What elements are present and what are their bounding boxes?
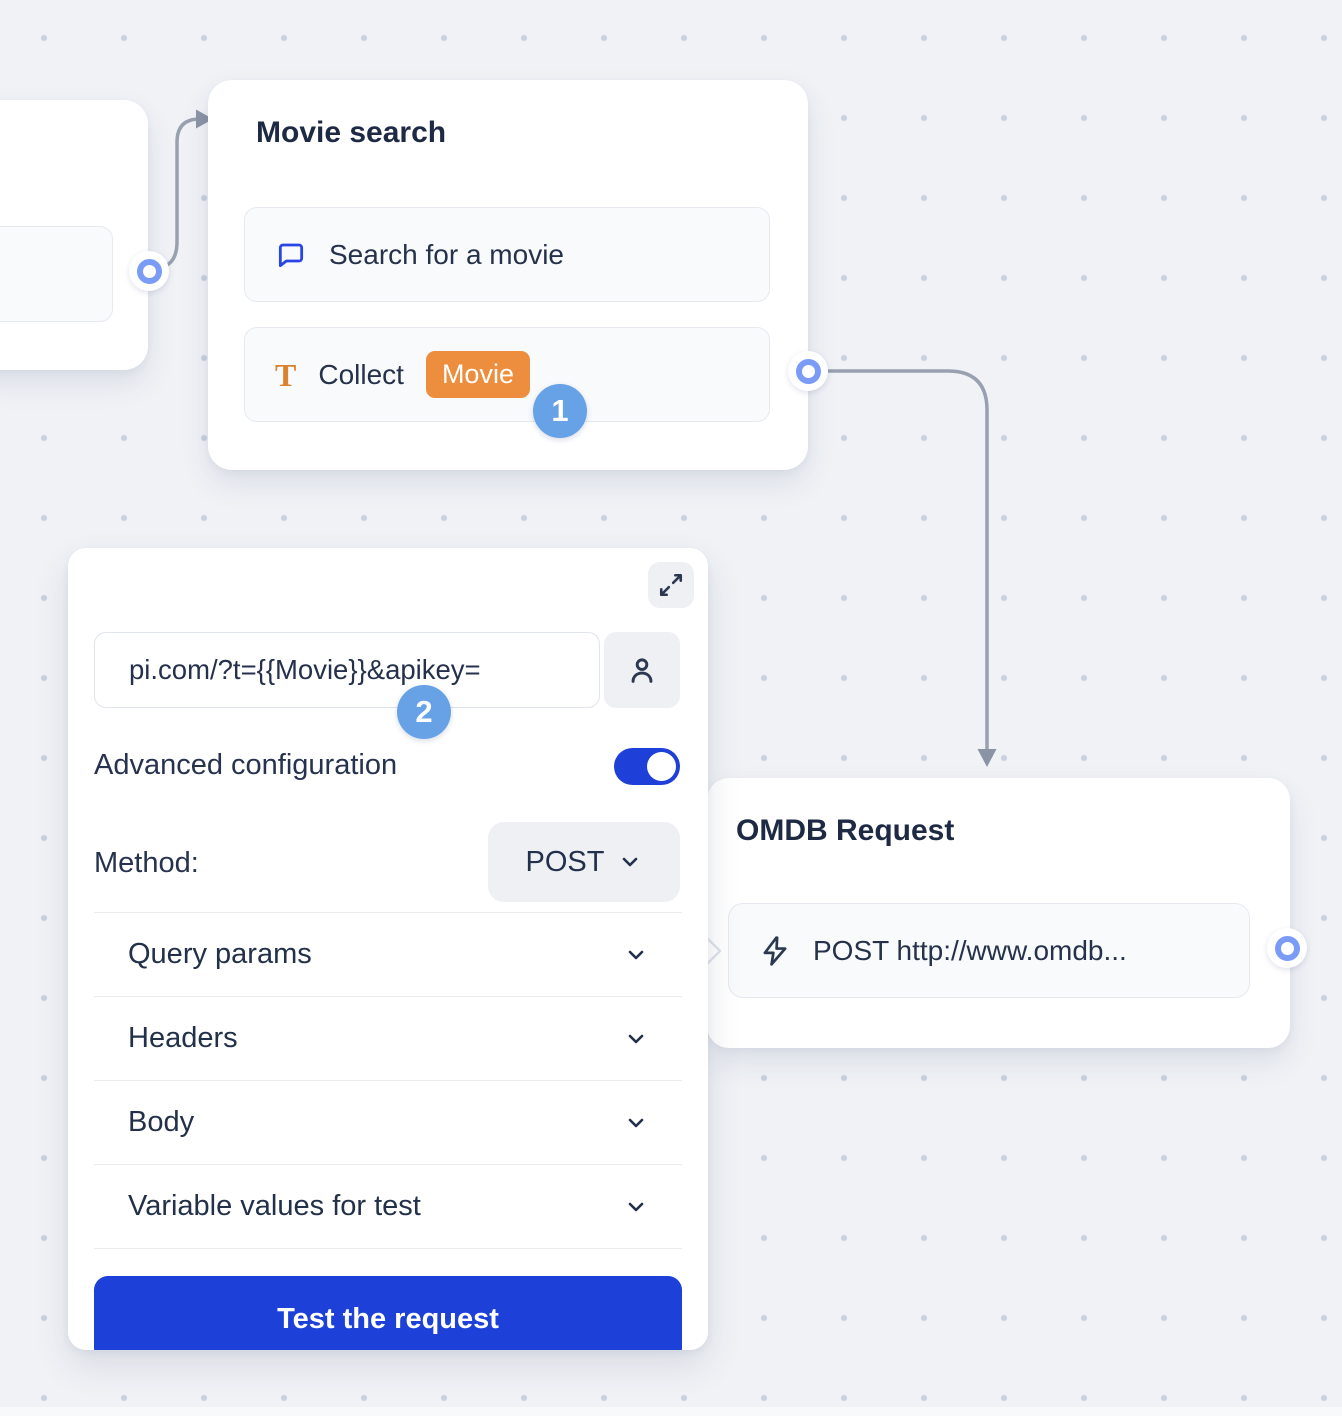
chevron-down-icon (628, 1118, 644, 1127)
node-item-webhook[interactable]: POST http://www.omdb... (728, 903, 1250, 998)
movie-search-node[interactable]: Movie search Search for a movie T Collec… (208, 80, 808, 470)
input-notch-icon (706, 937, 722, 965)
advanced-configuration-label: Advanced configuration (94, 749, 398, 781)
node-item-label: POST http://www.omdb... (813, 934, 1127, 966)
chat-bubble-icon (275, 239, 307, 271)
step-badge-1: 1 (533, 384, 587, 438)
node-item-collect[interactable]: T Collect Movie (244, 327, 770, 422)
webhook-config-panel: pi.com/?t={{Movie}}&apikey= Advanced con… (68, 548, 708, 1350)
section-label: Variable values for test (128, 1190, 421, 1222)
node-item-label: Search for a movie (329, 238, 564, 270)
output-port-movie-search[interactable] (788, 351, 828, 391)
test-request-button[interactable]: Test the request (94, 1276, 682, 1350)
connector-movie-search-to-omdb (810, 369, 989, 752)
connector-left-to-movie-search (148, 117, 200, 270)
step-badge-2: 2 (397, 685, 451, 739)
method-value: POST (525, 845, 605, 878)
section-query-params[interactable]: Query params (94, 913, 682, 997)
partial-node-card[interactable] (0, 100, 148, 370)
section-label: Headers (128, 1022, 238, 1054)
chevron-down-icon (623, 857, 638, 867)
section-label: Body (128, 1106, 195, 1138)
node-title: Movie search (256, 116, 447, 149)
config-sections: Query params Headers Body Variable value… (94, 912, 682, 1249)
method-label: Method: (94, 847, 199, 879)
section-label: Query params (128, 938, 312, 970)
node-title: OMDB Request (736, 814, 955, 847)
partial-node-item[interactable] (0, 226, 113, 322)
canvas-bottom-fade (0, 1407, 1342, 1416)
arrowhead-down-icon (977, 749, 997, 767)
node-item-label: Collect (318, 358, 404, 390)
section-variable-values[interactable]: Variable values for test (94, 1165, 682, 1249)
section-body[interactable]: Body (94, 1081, 682, 1165)
chevron-down-icon (628, 1202, 644, 1211)
node-item-question[interactable]: Search for a movie (244, 207, 770, 302)
chevron-down-icon (628, 950, 644, 959)
expand-button[interactable] (648, 562, 694, 608)
chevron-down-icon (628, 1034, 644, 1043)
person-icon (631, 658, 653, 683)
variable-badge-movie: Movie (425, 350, 530, 399)
expand-icon (659, 573, 683, 597)
method-dropdown[interactable]: POST (488, 822, 680, 902)
advanced-configuration-toggle[interactable] (614, 748, 680, 785)
section-headers[interactable]: Headers (94, 997, 682, 1081)
insert-variable-button[interactable] (604, 632, 680, 708)
text-input-icon: T (275, 356, 297, 393)
omdb-request-node[interactable]: OMDB Request POST http://www.omdb... (706, 778, 1290, 1048)
lightning-icon (759, 935, 791, 967)
output-port-omdb[interactable] (1267, 928, 1307, 968)
output-port-left-node[interactable] (129, 251, 169, 291)
url-input-value: pi.com/?t={{Movie}}&apikey= (129, 654, 481, 685)
url-input[interactable]: pi.com/?t={{Movie}}&apikey= (94, 632, 600, 708)
